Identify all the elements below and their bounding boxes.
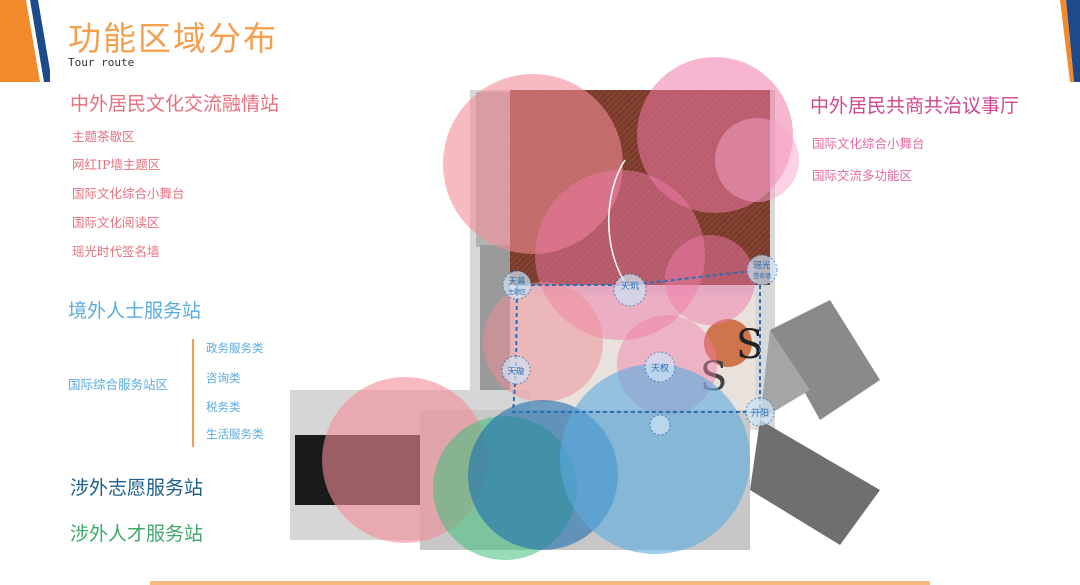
bottom-accent-bar [150, 581, 930, 585]
exchange-station-title: 中外居民文化交流融情站 [70, 93, 280, 115]
service-item: 生活服务类 [206, 427, 264, 441]
marker-yaoguang-sublabel: 签名墙 [753, 272, 771, 280]
exchange-item: 国际文化综合小舞台 [72, 186, 185, 201]
page-title: 功能区域分布 [68, 19, 278, 58]
marker-kaiyang: 开阳 [745, 397, 775, 427]
svg-text:S: S [736, 322, 763, 368]
zone-circle-tianxuan [483, 282, 603, 402]
marker-tianxuan: 天璇 [501, 355, 531, 385]
corner-accent-right [1060, 0, 1080, 82]
route-curve [608, 159, 631, 291]
marker-tianji: 天玑 [613, 273, 647, 307]
marker-tianji-label: 天玑 [621, 281, 639, 292]
service-group-label: 国际综合服务站区 [68, 377, 169, 392]
exchange-item: 瑶光时代签名墙 [72, 244, 160, 259]
marker-yaoguang: 瑶光 签名墙 [746, 254, 778, 286]
governance-item: 国际文化综合小舞台 [812, 136, 925, 151]
marker-tianxuan-label: 天璇 [507, 366, 525, 377]
marker-yaoguang-label: 瑶光 [753, 260, 771, 271]
zone-circle-yaoguang [665, 235, 755, 325]
marker-tianmu-sublabel: 主题区 [508, 288, 526, 296]
route-node-small [649, 414, 671, 436]
floor-plan: S S 天幕 主题区 天玑 瑶光 签名墙 天璇 天权 开阳 [290, 57, 880, 560]
zone-circle-foreigner-service [560, 364, 750, 554]
service-item: 咨询类 [206, 371, 241, 385]
page-subtitle: Tour route [68, 56, 135, 69]
corner-accent-left [0, 0, 50, 82]
service-item: 税务类 [206, 400, 241, 414]
governance-hall-title: 中外居民共商共治议事厅 [810, 95, 1020, 117]
service-bracket [192, 339, 194, 447]
talent-station-title: 涉外人才服务站 [70, 523, 204, 545]
foreigner-service-station-title: 境外人士服务站 [68, 300, 202, 322]
exchange-item: 国际文化阅读区 [72, 215, 160, 230]
marker-tianmu: 天幕 主题区 [502, 270, 532, 300]
governance-item: 国际交流多功能区 [812, 168, 913, 183]
marker-tianmu-label: 天幕 [508, 276, 526, 287]
volunteer-station-title: 涉外志愿服务站 [70, 477, 204, 499]
marker-tianquan: 天权 [644, 351, 676, 383]
marker-tianquan-label: 天权 [651, 362, 669, 374]
exchange-item: 主题茶歇区 [72, 129, 135, 144]
exchange-item: 网红IP墙主题区 [72, 157, 161, 172]
zone-circle-governance-small [715, 118, 799, 202]
service-item: 政务服务类 [206, 341, 264, 355]
marker-kaiyang-label: 开阳 [751, 408, 769, 419]
logo-stage: S S [700, 319, 763, 400]
